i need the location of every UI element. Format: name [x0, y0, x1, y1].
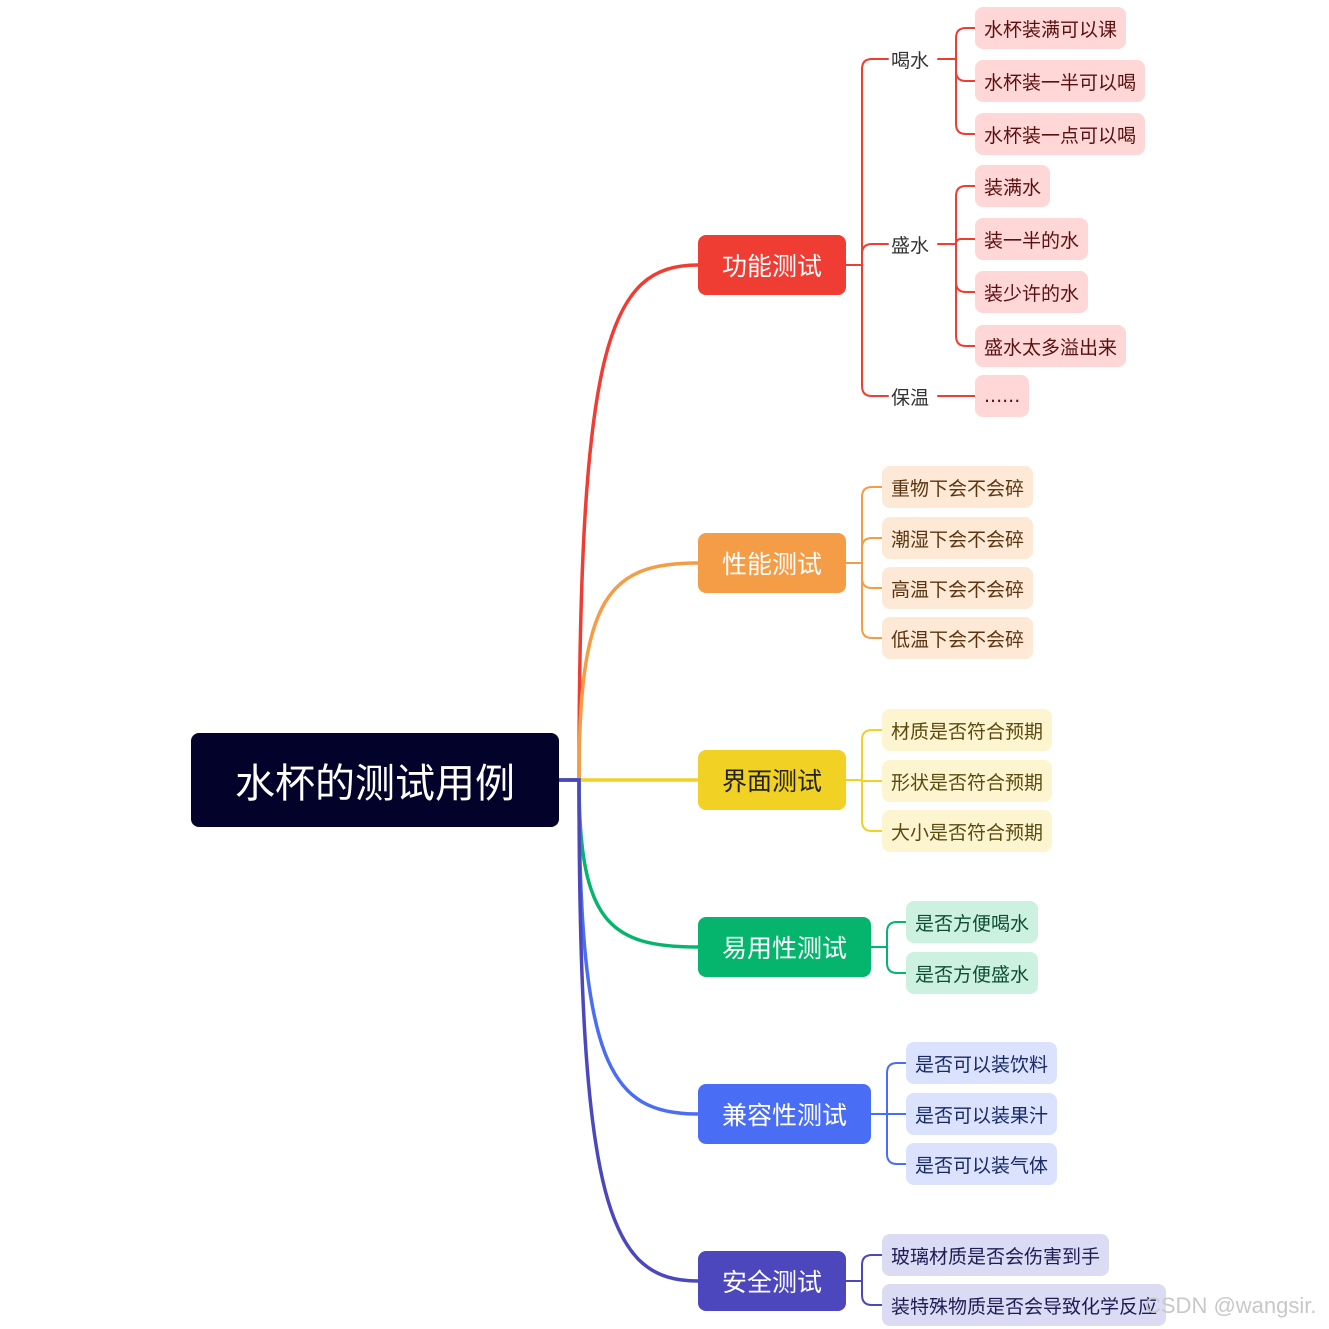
branch-3-leaves-link-1 — [886, 946, 907, 974]
branch-node-3-label: 易用性测试 — [721, 934, 847, 963]
group-node-2-label: 保温 — [891, 386, 930, 409]
leaf-node[interactable]: 潮湿下会不会碎 — [882, 517, 1034, 559]
branch-2-leaves-link-1 — [861, 779, 883, 782]
leaf-node-label: 装满水 — [984, 176, 1042, 199]
leaf-node[interactable]: 是否方便盛水 — [906, 952, 1039, 994]
leaf-node[interactable]: 装一半的水 — [975, 218, 1089, 260]
group-0-leaves-link-1 — [955, 58, 976, 82]
branch-0-groups-link-0 — [861, 58, 889, 266]
leaf-node-label: 是否方便喝水 — [915, 912, 1030, 935]
leaf-node-label: 潮湿下会不会碎 — [891, 528, 1025, 551]
leaf-node[interactable]: 是否方便喝水 — [906, 901, 1039, 943]
leaf-node-label: 水杯装一半可以喝 — [984, 71, 1137, 94]
branch-4-leaves-link-2 — [886, 1113, 907, 1165]
leaf-node[interactable]: 是否可以装饮料 — [906, 1042, 1058, 1084]
leaf-node-label: 高温下会不会碎 — [891, 578, 1025, 601]
leaf-node-label: 重物下会不会碎 — [891, 477, 1025, 500]
branch-0-groups-link-1 — [861, 243, 889, 266]
watermark: CSDN @wangsir. — [1145, 1293, 1317, 1318]
group-1-leaves-link-3 — [955, 243, 976, 347]
branch-node-0[interactable]: 功能测试 — [698, 235, 846, 295]
leaf-node[interactable]: 水杯装满可以课 — [975, 7, 1127, 49]
branch-2-leaves-link-2 — [861, 779, 883, 832]
leaf-node-label: 是否可以装果汁 — [915, 1104, 1049, 1127]
leaf-node-label: 玻璃材质是否会伤害到手 — [891, 1245, 1101, 1268]
leaf-node-label: 形状是否符合预期 — [891, 771, 1044, 794]
branch-node-2-label: 界面测试 — [721, 767, 822, 796]
leaf-node-label: ...... — [984, 385, 1021, 407]
branch-link-0 — [557, 263, 700, 782]
root-label: 水杯的测试用例 — [235, 761, 515, 807]
branch-node-5-label: 安全测试 — [721, 1268, 822, 1297]
leaf-node-label: 是否方便盛水 — [915, 963, 1030, 986]
branch-node-2[interactable]: 界面测试 — [698, 750, 846, 810]
group-node-0[interactable]: 喝水 — [888, 44, 932, 74]
leaf-node[interactable]: 装特殊物质是否会导致化学反应 — [882, 1284, 1167, 1326]
leaf-node[interactable]: ...... — [975, 375, 1030, 417]
leaf-node[interactable]: 是否可以装气体 — [906, 1143, 1058, 1185]
leaf-node-label: 水杯装满可以课 — [984, 18, 1118, 41]
branch-1-leaves-link-2 — [861, 562, 883, 589]
group-1-leaves-link-0 — [955, 185, 976, 245]
group-node-1[interactable]: 盛水 — [888, 229, 932, 259]
leaf-node[interactable]: 盛水太多溢出来 — [975, 325, 1127, 367]
leaf-node[interactable]: 水杯装一半可以喝 — [975, 60, 1146, 102]
leaf-node[interactable]: 玻璃材质是否会伤害到手 — [882, 1234, 1110, 1276]
leaf-node-label: 是否可以装饮料 — [915, 1053, 1049, 1076]
group-1-leaves-link-2 — [955, 243, 976, 293]
branch-node-5[interactable]: 安全测试 — [698, 1251, 846, 1311]
group-1-leaves-link-1 — [955, 238, 976, 245]
leaf-node[interactable]: 装少许的水 — [975, 271, 1089, 313]
leaf-node-label: 装一半的水 — [984, 229, 1080, 252]
leaf-node-label: 水杯装一点可以喝 — [984, 124, 1137, 147]
leaf-node-label: 装特殊物质是否会导致化学反应 — [891, 1295, 1158, 1318]
leaf-node[interactable]: 装满水 — [975, 165, 1051, 207]
group-node-0-label: 喝水 — [891, 49, 930, 72]
leaf-node[interactable]: 水杯装一点可以喝 — [975, 113, 1146, 155]
branch-node-1[interactable]: 性能测试 — [698, 533, 846, 593]
branch-1-leaves-link-1 — [861, 537, 883, 564]
leaf-node[interactable]: 是否可以装果汁 — [906, 1093, 1058, 1135]
leaf-node-label: 低温下会不会碎 — [891, 628, 1025, 651]
branch-node-4[interactable]: 兼容性测试 — [698, 1084, 871, 1144]
leaf-node[interactable]: 材质是否符合预期 — [882, 709, 1053, 751]
branch-0-groups-link-2 — [861, 264, 889, 397]
root-node[interactable]: 水杯的测试用例 — [191, 733, 559, 827]
leaf-node-label: 是否可以装气体 — [915, 1154, 1049, 1177]
branch-5-leaves-link-1 — [861, 1280, 883, 1306]
branch-1-leaves-link-0 — [861, 486, 883, 564]
group-node-1-label: 盛水 — [891, 234, 930, 257]
branch-link-1 — [557, 561, 700, 782]
group-0-leaves-link-2 — [955, 58, 976, 135]
branch-node-1-label: 性能测试 — [721, 550, 822, 579]
branch-3-leaves-link-0 — [886, 921, 907, 948]
leaf-node-label: 材质是否符合预期 — [891, 720, 1044, 743]
branch-2-leaves-link-0 — [861, 729, 883, 781]
leaf-node-label: 大小是否符合预期 — [891, 821, 1044, 844]
leaf-node[interactable]: 形状是否符合预期 — [882, 760, 1053, 802]
leaf-node[interactable]: 高温下会不会碎 — [882, 567, 1034, 609]
branch-node-3[interactable]: 易用性测试 — [698, 917, 871, 977]
leaf-node[interactable]: 低温下会不会碎 — [882, 617, 1034, 659]
branch-1-leaves-link-3 — [861, 562, 883, 639]
branch-5-leaves-link-0 — [861, 1254, 883, 1282]
leaf-node-label: 装少许的水 — [984, 282, 1080, 305]
branch-4-leaves-link-0 — [886, 1062, 907, 1115]
leaf-node[interactable]: 大小是否符合预期 — [882, 810, 1053, 852]
group-node-2[interactable]: 保温 — [888, 381, 932, 411]
branch-link-5 — [557, 778, 700, 1283]
leaf-node[interactable]: 重物下会不会碎 — [882, 466, 1034, 508]
branch-node-4-label: 兼容性测试 — [721, 1101, 847, 1130]
group-0-leaves-link-0 — [955, 27, 976, 60]
branch-node-0-label: 功能测试 — [721, 252, 822, 281]
leaf-node-label: 盛水太多溢出来 — [984, 336, 1118, 359]
